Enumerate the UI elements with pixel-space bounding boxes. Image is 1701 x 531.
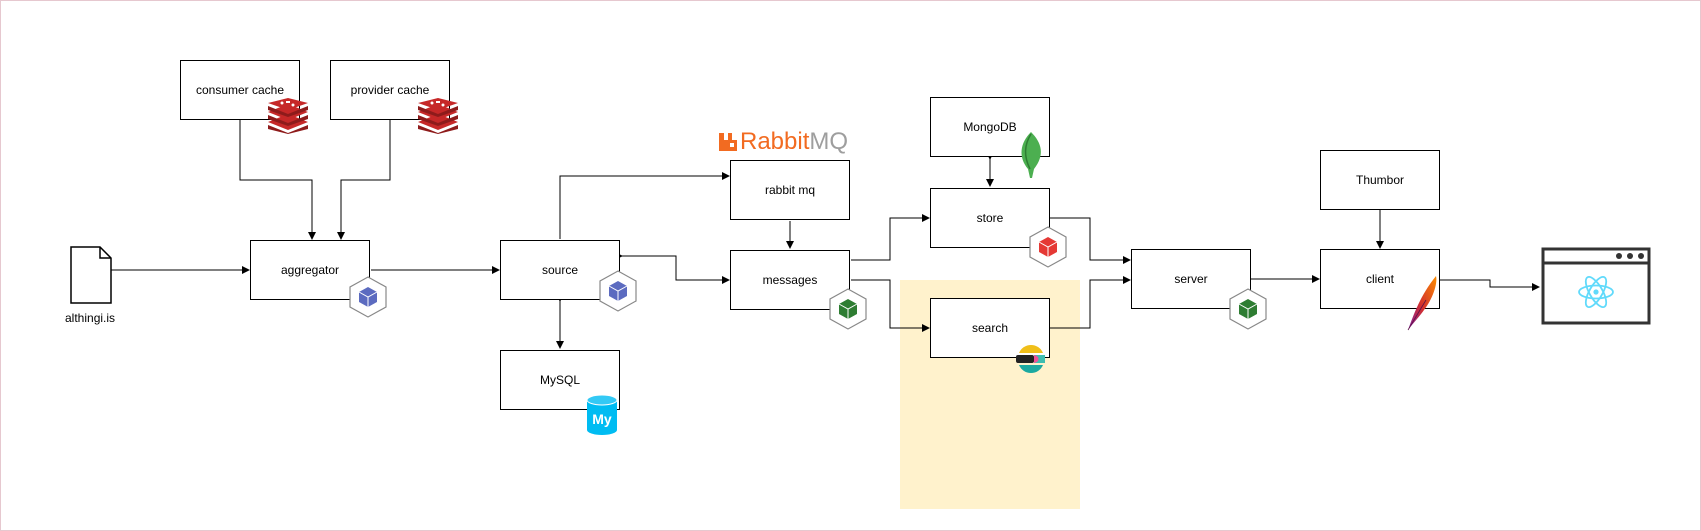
store-label: store — [976, 211, 1004, 225]
aggregator-node: aggregator — [250, 240, 370, 300]
rabbit-mq-node: rabbit mq — [730, 160, 850, 220]
redis-icon — [268, 98, 308, 134]
edge-provider-cache-aggregator — [337, 120, 391, 240]
rabbit-mq-label: rabbit mq — [764, 183, 816, 197]
edge-messages-search — [851, 279, 930, 332]
client-label: client — [1365, 272, 1394, 286]
edge-source-messages — [615, 252, 730, 284]
document-icon — [70, 246, 112, 304]
thumbor-label: Thumbor — [1355, 173, 1405, 187]
edge-consumer-cache-aggregator — [239, 120, 316, 240]
rabbitmq-wordmark: Rabbit — [740, 128, 810, 155]
cube-icon — [599, 270, 637, 312]
edge-source-rabbitmq — [559, 172, 730, 239]
aggregator-label: aggregator — [280, 263, 340, 277]
search-label: search — [971, 321, 1009, 335]
provider-cache-label: provider cache — [350, 83, 430, 97]
thumbor-node: Thumbor — [1320, 150, 1440, 210]
edge-search-server — [1050, 276, 1131, 329]
cube-icon — [349, 276, 387, 318]
rabbitmq-logo: Rabbit MQ — [718, 128, 849, 155]
browser-react-icon — [1541, 247, 1651, 325]
cube-icon — [829, 288, 867, 330]
mysql-label: MySQL — [539, 373, 580, 387]
server-label: server — [1174, 272, 1208, 286]
mysql-icon: My — [586, 394, 618, 435]
edge-store-server — [1050, 217, 1131, 264]
mongodb-label: MongoDB — [963, 120, 1017, 134]
cube-icon — [1029, 226, 1067, 268]
mongodb-leaf-icon — [1021, 132, 1041, 178]
althingi-label: althingi.is — [65, 311, 116, 325]
mysql-badge-text: My — [592, 411, 612, 427]
edge-messages-store — [851, 214, 930, 261]
react-logo-icon — [1578, 276, 1614, 308]
apache-feather-icon — [1407, 276, 1437, 331]
rabbitmq-wordmark-suffix: MQ — [809, 128, 849, 155]
provider-cache-node: provider cache — [330, 60, 450, 120]
messages-label: messages — [762, 273, 818, 287]
elasticsearch-icon — [1016, 345, 1045, 373]
source-label: source — [541, 263, 579, 277]
consumer-cache-label: consumer cache — [195, 83, 285, 97]
client-node: client — [1320, 249, 1440, 309]
redis-icon — [418, 98, 458, 134]
cube-icon — [1229, 288, 1267, 330]
edge-client-browser — [1440, 279, 1540, 291]
messages-node: messages — [730, 250, 850, 310]
rabbitmq-mark-icon — [719, 133, 737, 151]
